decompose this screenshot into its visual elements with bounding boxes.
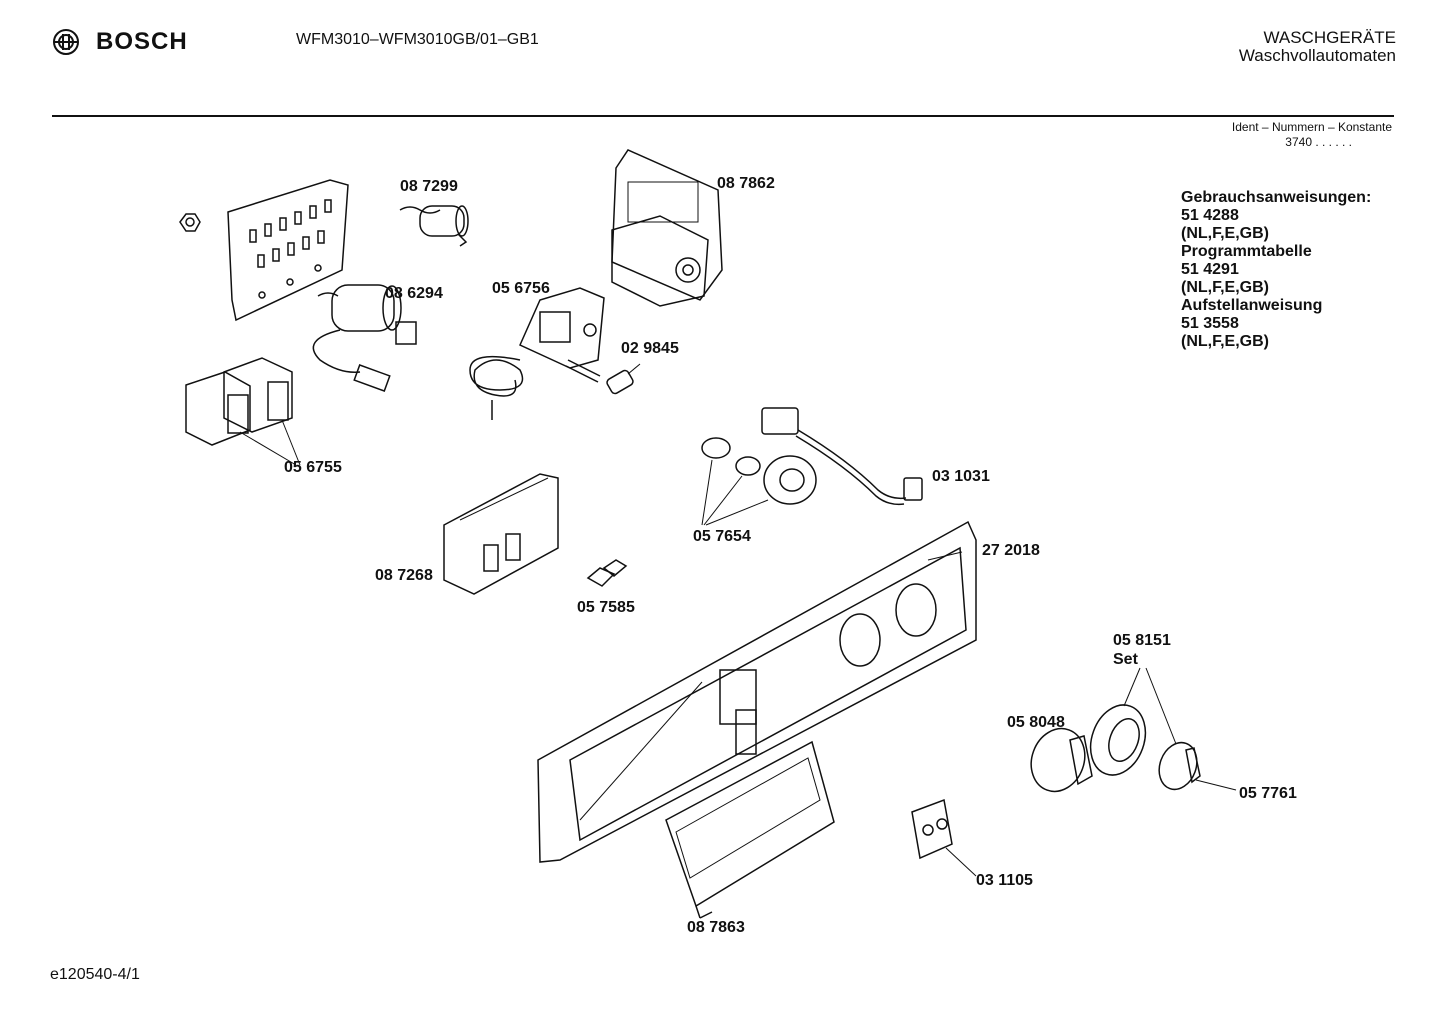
cable-harness-part (761, 407, 923, 506)
doc-line: Aufstellanweisung (1181, 297, 1323, 314)
part-label: 08 7268 (375, 567, 433, 584)
capacitor-large-part (312, 284, 417, 392)
part-label: 08 7299 (400, 178, 458, 195)
doc-line: 51 3558 (1181, 315, 1239, 332)
relay-pair-part (185, 357, 301, 466)
part-label: 27 2018 (982, 542, 1040, 559)
brand-name: BOSCH (96, 28, 188, 55)
category-line-2: Waschvollautomaten (1238, 46, 1396, 65)
part-label: 03 1031 (932, 468, 990, 485)
nut-part (179, 213, 201, 232)
pressure-switch-part (469, 287, 605, 420)
control-panel-part (537, 520, 977, 863)
part-label: 05 8151 (1113, 632, 1171, 649)
brand: BOSCH (52, 28, 188, 56)
part-label: 02 9845 (621, 340, 679, 357)
documentation-list: Gebrauchsanweisungen: 51 4288 (NL,F,E,GB… (1181, 189, 1371, 351)
part-label: 05 7654 (693, 528, 751, 545)
part-label: 05 6756 (492, 280, 550, 297)
knob-right-part (1158, 741, 1201, 791)
part-label: 08 7863 (687, 919, 745, 936)
header-divider (52, 115, 1394, 117)
doc-line: (NL,F,E,GB) (1181, 279, 1269, 296)
part-label: 03 1105 (976, 872, 1033, 889)
model-number: WFM3010–WFM3010GB/01–GB1 (296, 31, 539, 48)
bosch-armature-icon (53, 29, 79, 55)
doc-line: Gebrauchsanweisungen: (1181, 189, 1372, 206)
doc-line: (NL,F,E,GB) (1181, 333, 1269, 350)
ident-block: Ident – Nummern – Konstante 3740 . . . .… (1232, 120, 1392, 150)
category-line-1: WASCHGERÄTE (1263, 28, 1396, 47)
bracket-part (227, 179, 349, 322)
doc-line: 51 4288 (1181, 207, 1239, 224)
ident-value: 3740 . . . . . . (1285, 135, 1352, 149)
clip-part (586, 559, 628, 587)
switch-housing-part (701, 437, 817, 526)
capacitor-small-part (399, 205, 469, 247)
doc-line: Programmtabelle (1181, 243, 1312, 260)
doc-line: (NL,F,E,GB) (1181, 225, 1269, 242)
part-label: 08 7862 (717, 175, 775, 192)
part-label: 05 7585 (577, 599, 635, 616)
part-label: 05 7761 (1239, 785, 1297, 802)
circuit-board-part (443, 473, 559, 595)
part-label: 05 8048 (1007, 714, 1065, 731)
detergent-flap-part (665, 740, 835, 919)
push-button-part (911, 798, 977, 877)
part-label: 05 6755 (284, 459, 342, 476)
programmer-timer-part (611, 149, 723, 307)
knob-left-part (1030, 727, 1093, 793)
drawing-code: e120540-4/1 (50, 966, 140, 983)
part-label: 08 6294 (385, 285, 443, 302)
knob-ring-part (1089, 704, 1147, 776)
doc-line: 51 4291 (1181, 261, 1239, 278)
category: WASCHGERÄTE Waschvollautomaten (1239, 29, 1396, 65)
hose-connector-part (606, 363, 641, 395)
ident-label: Ident – Nummern – Konstante (1231, 120, 1392, 134)
part-label: Set (1113, 651, 1138, 668)
